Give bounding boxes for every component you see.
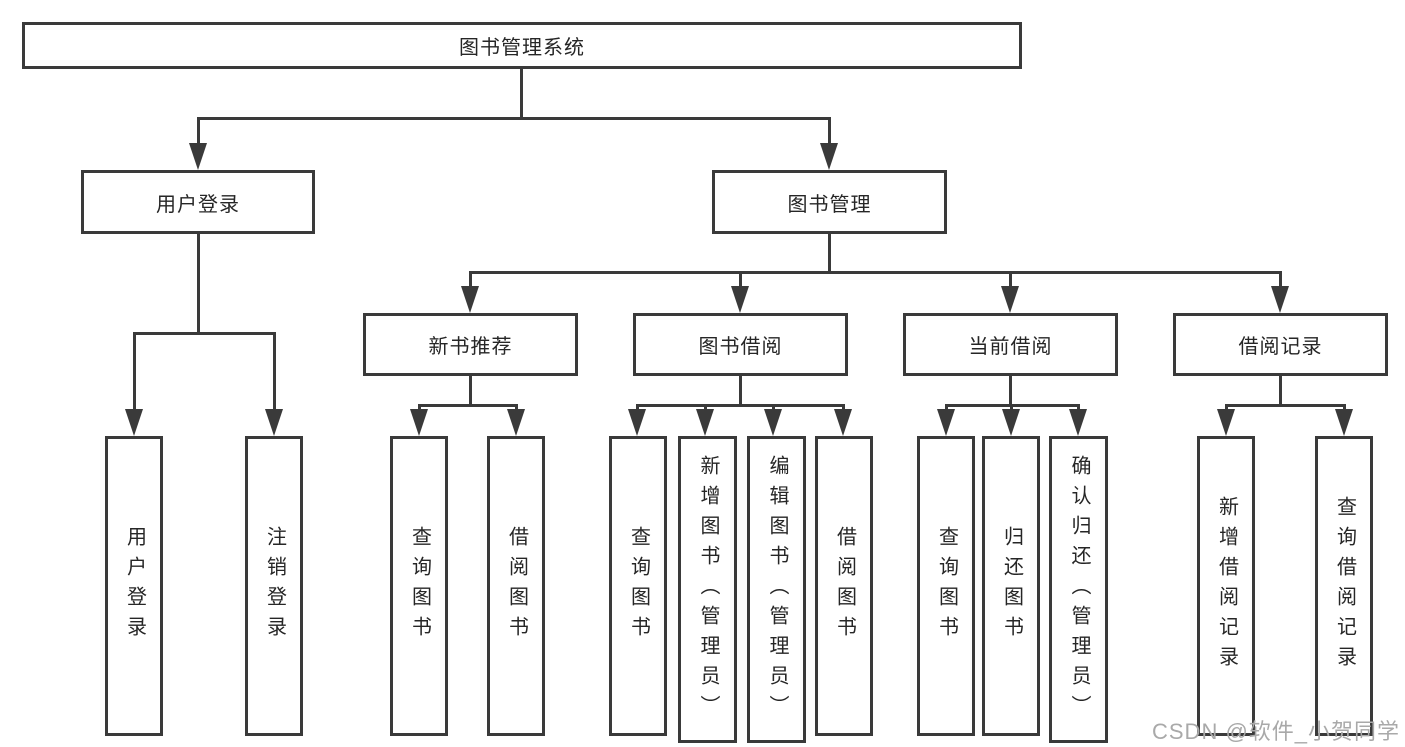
node-label: 借阅记录 bbox=[1238, 336, 1323, 358]
arrowhead-records-leaf-2 bbox=[1335, 409, 1353, 436]
connector-records-drop-1 bbox=[1225, 404, 1228, 411]
arrowhead-to-book-management bbox=[820, 143, 838, 170]
connector-records-rail bbox=[1225, 404, 1345, 407]
connector-borrowing-rail bbox=[636, 404, 845, 407]
connector-root-rail bbox=[197, 117, 831, 120]
node-label: 归还图书 bbox=[1000, 526, 1023, 646]
connector-borrowing-drop-3 bbox=[772, 404, 775, 411]
arrowhead-current-leaf-3 bbox=[1069, 409, 1087, 436]
leaf-query-borrow-record: 查询借阅记录 bbox=[1315, 436, 1373, 736]
arrowhead-newbook-leaf-1 bbox=[410, 409, 428, 436]
leaf-confirm-return-admin: 确认归还（管理员） bbox=[1049, 436, 1108, 743]
node-label: 用户登录 bbox=[123, 526, 146, 646]
connector-borrowing-drop-1 bbox=[636, 404, 639, 411]
connector-root-drop-left bbox=[197, 117, 200, 145]
node-label: 新书推荐 bbox=[428, 336, 513, 358]
arrowhead-borrowing-leaf-4 bbox=[834, 409, 852, 436]
leaf-user-login: 用户登录 bbox=[105, 436, 163, 736]
connector-root-stem bbox=[520, 68, 523, 119]
connector-bookmgmt-drop-4 bbox=[1279, 271, 1282, 288]
node-label: 查询图书 bbox=[408, 526, 431, 646]
connector-borrowing-drop-4 bbox=[842, 404, 845, 411]
connector-current-drop-3 bbox=[1077, 404, 1080, 411]
node-label: 借阅图书 bbox=[505, 526, 528, 646]
node-label: 图书借阅 bbox=[698, 336, 783, 358]
connector-newbook-drop-1 bbox=[418, 404, 421, 411]
csdn-watermark: CSDN @软件_小贺同学 bbox=[1152, 719, 1401, 744]
node-label: 查询图书 bbox=[627, 526, 650, 646]
leaf-logout: 注销登录 bbox=[245, 436, 303, 736]
arrowhead-to-book-borrowing bbox=[731, 286, 749, 313]
node-label: 注销登录 bbox=[263, 526, 286, 646]
connector-newbook-rail bbox=[418, 404, 518, 407]
leaf-query-books-borrowing: 查询图书 bbox=[609, 436, 667, 736]
node-book-borrowing: 图书借阅 bbox=[633, 313, 848, 376]
arrowhead-to-current-borrowing bbox=[1001, 286, 1019, 313]
connector-userlogin-drop-1 bbox=[133, 332, 136, 410]
node-label: 新增借阅记录 bbox=[1215, 496, 1238, 676]
arrowhead-borrowing-leaf-3 bbox=[764, 409, 782, 436]
node-book-management: 图书管理 bbox=[712, 170, 947, 234]
leaf-add-borrow-record: 新增借阅记录 bbox=[1197, 436, 1255, 736]
node-library-management-system: 图书管理系统 bbox=[22, 22, 1022, 69]
node-label: 图书管理系统 bbox=[459, 37, 585, 59]
node-label: 新增图书（管理员） bbox=[697, 454, 719, 725]
leaf-return-books: 归还图书 bbox=[982, 436, 1040, 736]
arrowhead-to-leaf-logout bbox=[265, 409, 283, 436]
node-label: 确认归还（管理员） bbox=[1068, 454, 1090, 725]
arrowhead-borrowing-leaf-2 bbox=[696, 409, 714, 436]
connector-current-drop-2 bbox=[1010, 404, 1013, 411]
node-borrowing-records: 借阅记录 bbox=[1173, 313, 1388, 376]
arrowhead-to-user-login bbox=[189, 143, 207, 170]
arrowhead-to-leaf-user-login bbox=[125, 409, 143, 436]
arrowhead-borrowing-leaf-1 bbox=[628, 409, 646, 436]
leaf-query-books-recommend: 查询图书 bbox=[390, 436, 448, 736]
connector-records-stem bbox=[1279, 376, 1282, 406]
connector-current-stem bbox=[1009, 376, 1012, 406]
leaf-borrow-books: 借阅图书 bbox=[815, 436, 873, 736]
connector-borrowing-drop-2 bbox=[704, 404, 707, 411]
node-label: 借阅图书 bbox=[833, 526, 856, 646]
leaf-borrow-books-recommend: 借阅图书 bbox=[487, 436, 545, 736]
arrowhead-current-leaf-2 bbox=[1002, 409, 1020, 436]
node-user-login: 用户登录 bbox=[81, 170, 315, 234]
node-current-borrowing: 当前借阅 bbox=[903, 313, 1118, 376]
connector-records-drop-2 bbox=[1343, 404, 1346, 411]
node-label: 编辑图书（管理员） bbox=[766, 454, 788, 725]
connector-newbook-drop-2 bbox=[515, 404, 518, 411]
connector-root-drop-right bbox=[828, 117, 831, 145]
node-label: 当前借阅 bbox=[968, 336, 1053, 358]
connector-bookmgmt-drop-1 bbox=[469, 271, 472, 288]
node-label: 用户登录 bbox=[156, 193, 240, 216]
connector-userlogin-stem bbox=[197, 234, 200, 334]
leaf-edit-books-admin: 编辑图书（管理员） bbox=[747, 436, 806, 743]
node-label: 查询图书 bbox=[935, 526, 958, 646]
connector-newbook-stem bbox=[469, 376, 472, 406]
connector-bookmgmt-stem bbox=[828, 234, 831, 274]
arrowhead-records-leaf-1 bbox=[1217, 409, 1235, 436]
connector-userlogin-drop-2 bbox=[273, 332, 276, 410]
node-label: 查询借阅记录 bbox=[1333, 496, 1356, 676]
node-label: 图书管理 bbox=[787, 193, 872, 216]
connector-borrowing-stem bbox=[739, 376, 742, 406]
connector-bookmgmt-drop-3 bbox=[1009, 271, 1012, 288]
leaf-add-books-admin: 新增图书（管理员） bbox=[678, 436, 737, 743]
connector-bookmgmt-drop-2 bbox=[739, 271, 742, 288]
arrowhead-to-borrowing-records bbox=[1271, 286, 1289, 313]
node-new-book-recommend: 新书推荐 bbox=[363, 313, 578, 376]
connector-bookmgmt-rail bbox=[469, 271, 1282, 274]
connector-current-drop-1 bbox=[945, 404, 948, 411]
connector-userlogin-rail bbox=[133, 332, 275, 335]
arrowhead-to-new-book-recommend bbox=[461, 286, 479, 313]
arrowhead-newbook-leaf-2 bbox=[507, 409, 525, 436]
arrowhead-current-leaf-1 bbox=[937, 409, 955, 436]
leaf-query-books-current: 查询图书 bbox=[917, 436, 975, 736]
